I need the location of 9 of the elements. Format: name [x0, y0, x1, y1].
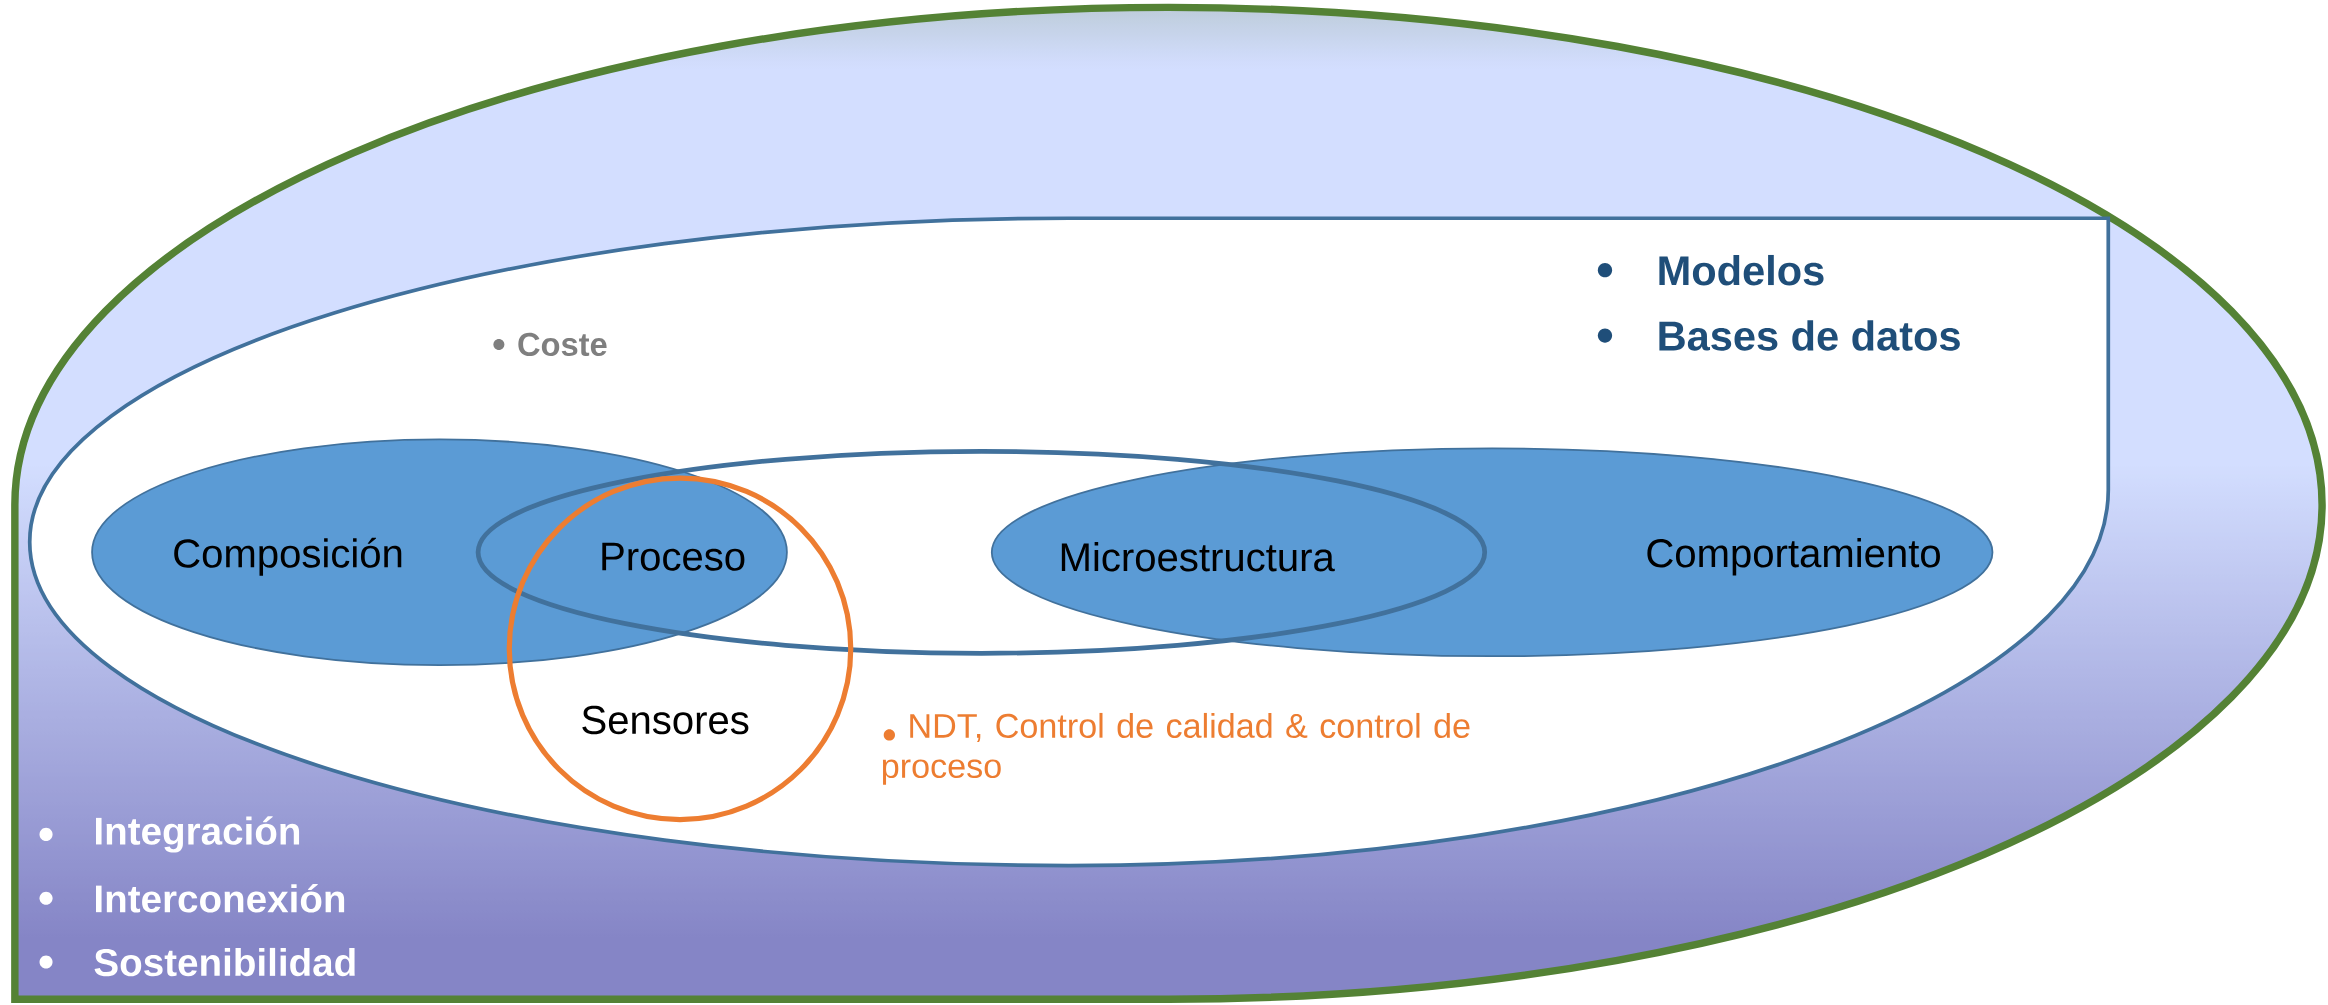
node-label: NDT, Control de calidad & control de proceso [882, 712, 1470, 785]
bullet-item: Coste [493, 332, 607, 356]
node-label: Proceso [602, 542, 745, 571]
bullet-item: Integración [39, 816, 300, 853]
bullet-item: Modelos [1597, 254, 1824, 286]
bullet-item: Interconexión [39, 883, 345, 913]
node-label: Sensores [582, 705, 749, 735]
bullet-item: Bases de datos [1597, 320, 1960, 351]
bullet-item: Sostenibilidad [39, 947, 355, 977]
